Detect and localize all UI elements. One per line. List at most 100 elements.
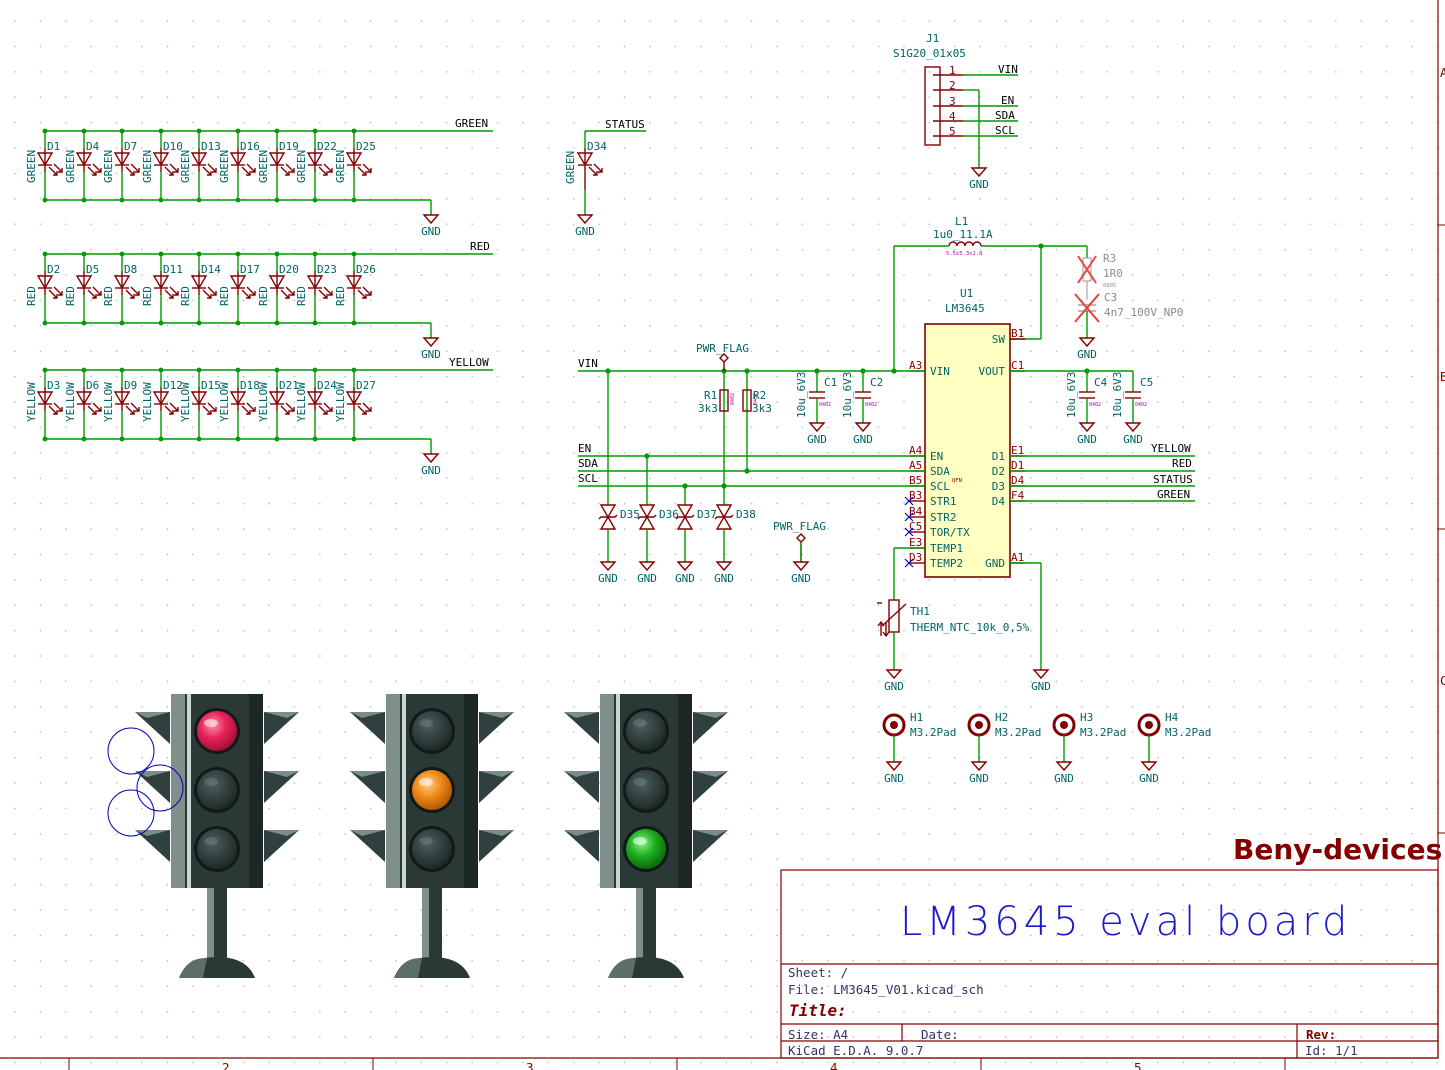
led-ref: D9: [124, 379, 137, 392]
hole-ref: H3: [1080, 711, 1093, 724]
l1-footprint: 5.5x5.3x2.8: [946, 251, 982, 257]
u1-pin-d3: D3 TEMP2: [904, 551, 963, 570]
pin-number: C5: [909, 520, 922, 533]
gnd-label: GND: [1054, 772, 1074, 785]
gnd-label: GND: [791, 572, 811, 585]
traffic-light-artwork: [135, 694, 728, 978]
led-ref: D15: [201, 379, 221, 392]
led-value: YELLOW: [295, 382, 308, 422]
out-label-yellow: YELLOW: [1151, 442, 1191, 455]
pin-number: E1: [1011, 444, 1024, 457]
led-value: RED: [141, 286, 154, 306]
gnd-label: GND: [969, 178, 989, 191]
j1-net-sda: SDA: [995, 109, 1015, 122]
c2-footprint: 0402: [865, 402, 877, 408]
out-label-red: RED: [1172, 457, 1192, 470]
led-value: RED: [102, 286, 115, 306]
gnd-label: GND: [714, 572, 734, 585]
j1-pin-2: 2: [949, 79, 956, 92]
pin-number: D3: [909, 551, 922, 564]
capacitor-c3-dnp: C3 4n7_100V_NP0: [1074, 291, 1183, 338]
led-ref: D5: [86, 263, 99, 276]
led-ref: D4: [86, 140, 100, 153]
gnd-label: GND: [421, 225, 441, 238]
led-row-red: REDD2REDD5REDD8REDD11REDD14REDD17REDD20R…: [25, 240, 493, 338]
pin-name: TEMP1: [930, 542, 963, 555]
pin-name: STR1: [930, 495, 957, 508]
r1-footprint: 0402: [730, 393, 736, 405]
tvs-ref: D37: [697, 508, 717, 521]
pin-name: D4: [992, 495, 1006, 508]
c4-value: 10u_6V3: [1065, 372, 1078, 418]
pin-number: A4: [909, 444, 923, 457]
pwr-flag-2: PWR_FLAG: [773, 520, 826, 533]
r2-value: 3k3: [752, 402, 772, 415]
net-label-scl: SCL: [578, 472, 598, 485]
pin-number: F4: [1011, 489, 1025, 502]
lit-lamp: [412, 770, 452, 810]
gnd-symbol: GND: [853, 422, 873, 446]
traffic-light-green: [564, 694, 728, 978]
hole-ref: H2: [995, 711, 1008, 724]
pin-number: E3: [909, 536, 922, 549]
c4-footprint: 0402: [1089, 402, 1101, 408]
r1-ref: R1: [704, 389, 717, 402]
pin-name: VIN: [930, 365, 950, 378]
net-label-green: GREEN: [455, 117, 488, 130]
pwr-flag-1: PWR_FLAG: [696, 342, 749, 355]
r3-value: 1R0: [1103, 267, 1123, 280]
hole-ref: H4: [1165, 711, 1179, 724]
led-ref: D14: [201, 263, 221, 276]
tvs-d37: D37: [675, 504, 717, 562]
led-row-green: GREEND1GREEND4GREEND7GREEND10GREEND13GRE…: [25, 117, 493, 215]
j1-pin-5: 5: [949, 125, 956, 138]
led-value: GREEN: [25, 150, 38, 183]
frame-ref-3: 3: [526, 1060, 534, 1070]
j1-pin-1: 1: [949, 64, 956, 77]
led-ref: D1: [47, 140, 60, 153]
frame-ref-a: A: [1440, 65, 1445, 80]
gnd-label: GND: [1139, 772, 1159, 785]
c5-ref: C5: [1140, 376, 1153, 389]
led-ref: D18: [240, 379, 260, 392]
j1-value: S1G20_01x05: [893, 47, 966, 60]
u1-value: LM3645: [945, 302, 985, 315]
pin-name: D3: [992, 480, 1005, 493]
pin-name: TEMP2: [930, 557, 963, 570]
gnd-symbol: GND: [1139, 761, 1159, 785]
l1-ref: L1: [955, 215, 968, 228]
unlit-lamp: [626, 770, 666, 810]
pin-number: A3: [909, 359, 922, 372]
tvs-d36: D36: [637, 504, 679, 562]
tb-title-label: Title:: [789, 1001, 847, 1020]
inductor-l1: L1 1u0_11.1A 5.5x5.3x2.8: [891, 215, 1088, 374]
gnd-symbol: GND: [421, 214, 441, 238]
pin-number: D4: [1011, 474, 1025, 487]
r2-ref: R2: [753, 389, 766, 402]
th1-value: THERM_NTC_10k_0,5%: [910, 621, 1030, 634]
c3-value: 4n7_100V_NP0: [1104, 306, 1183, 319]
hole-value: M3.2Pad: [910, 726, 956, 739]
r3-ref: R3: [1103, 252, 1116, 265]
r1-value: 3k3: [698, 402, 718, 415]
tb-file: File: LM3645_V01.kicad_sch: [788, 982, 984, 997]
gnd-symbol: GND: [575, 214, 595, 238]
